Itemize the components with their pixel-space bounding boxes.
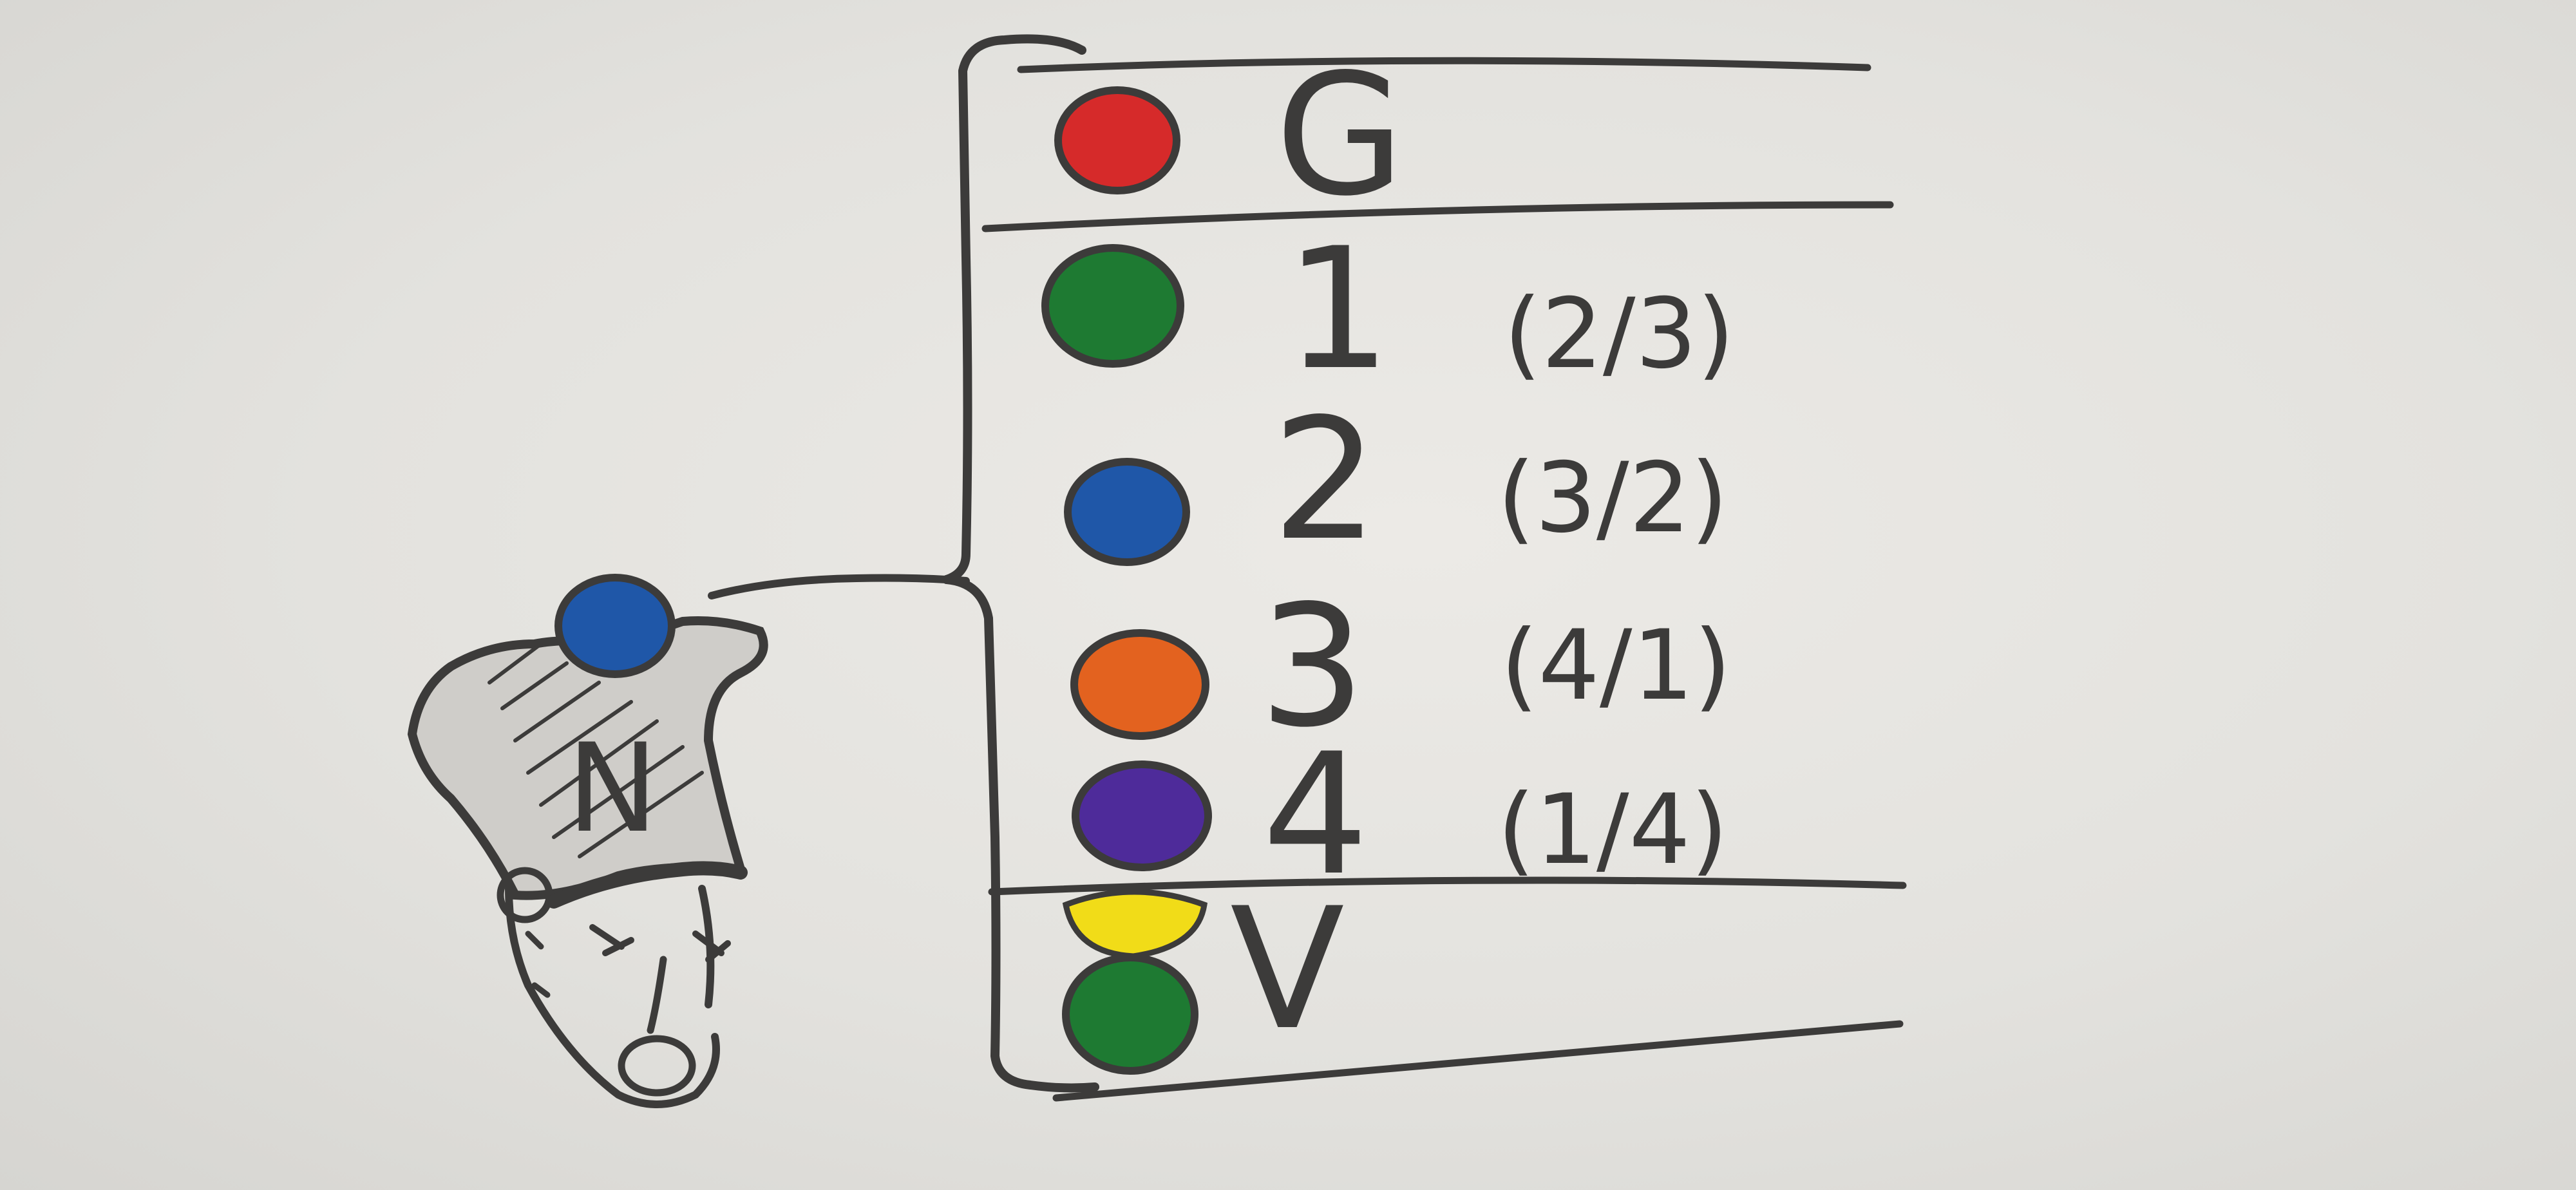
rule-bottom [1052, 1020, 1904, 1102]
rule-top [1017, 57, 1871, 73]
rule-below-g [981, 201, 1894, 232]
row-label-2: 2 [1272, 383, 1378, 578]
row-label-3: 3 [1259, 570, 1365, 764]
ratio-labels: (2/3) (3/2) (4/1) (1/4) [1497, 278, 1734, 886]
character-sketch: N [407, 574, 768, 1108]
cap-letter: N [567, 717, 658, 860]
ratio-2: (3/2) [1497, 442, 1728, 554]
mouth [618, 1035, 696, 1097]
red-dot [1054, 86, 1180, 194]
ear [497, 867, 553, 923]
table-rules [981, 57, 1907, 1102]
orange-dot [1070, 629, 1209, 740]
row-label-g: G [1275, 39, 1405, 233]
row-label-v: V [1230, 873, 1345, 1067]
bracket [708, 34, 1099, 1093]
blue-dot [1064, 458, 1190, 566]
row-label-1: 1 [1285, 212, 1391, 407]
green-dot [1041, 244, 1184, 368]
ratio-1: (2/3) [1504, 278, 1734, 390]
yellow-dot [1062, 889, 1208, 959]
purple-dot [1072, 760, 1212, 871]
ratio-3: (4/1) [1501, 610, 1731, 722]
green-dot-lower [1062, 954, 1198, 1075]
ratio-4: (1/4) [1497, 774, 1728, 886]
hat-dot [554, 574, 676, 678]
color-dots [1041, 86, 1212, 1075]
row-labels: G 1 2 3 4 V [1230, 39, 1405, 1067]
rule-below-4 [988, 876, 1907, 896]
row-label-4: 4 [1262, 718, 1368, 912]
